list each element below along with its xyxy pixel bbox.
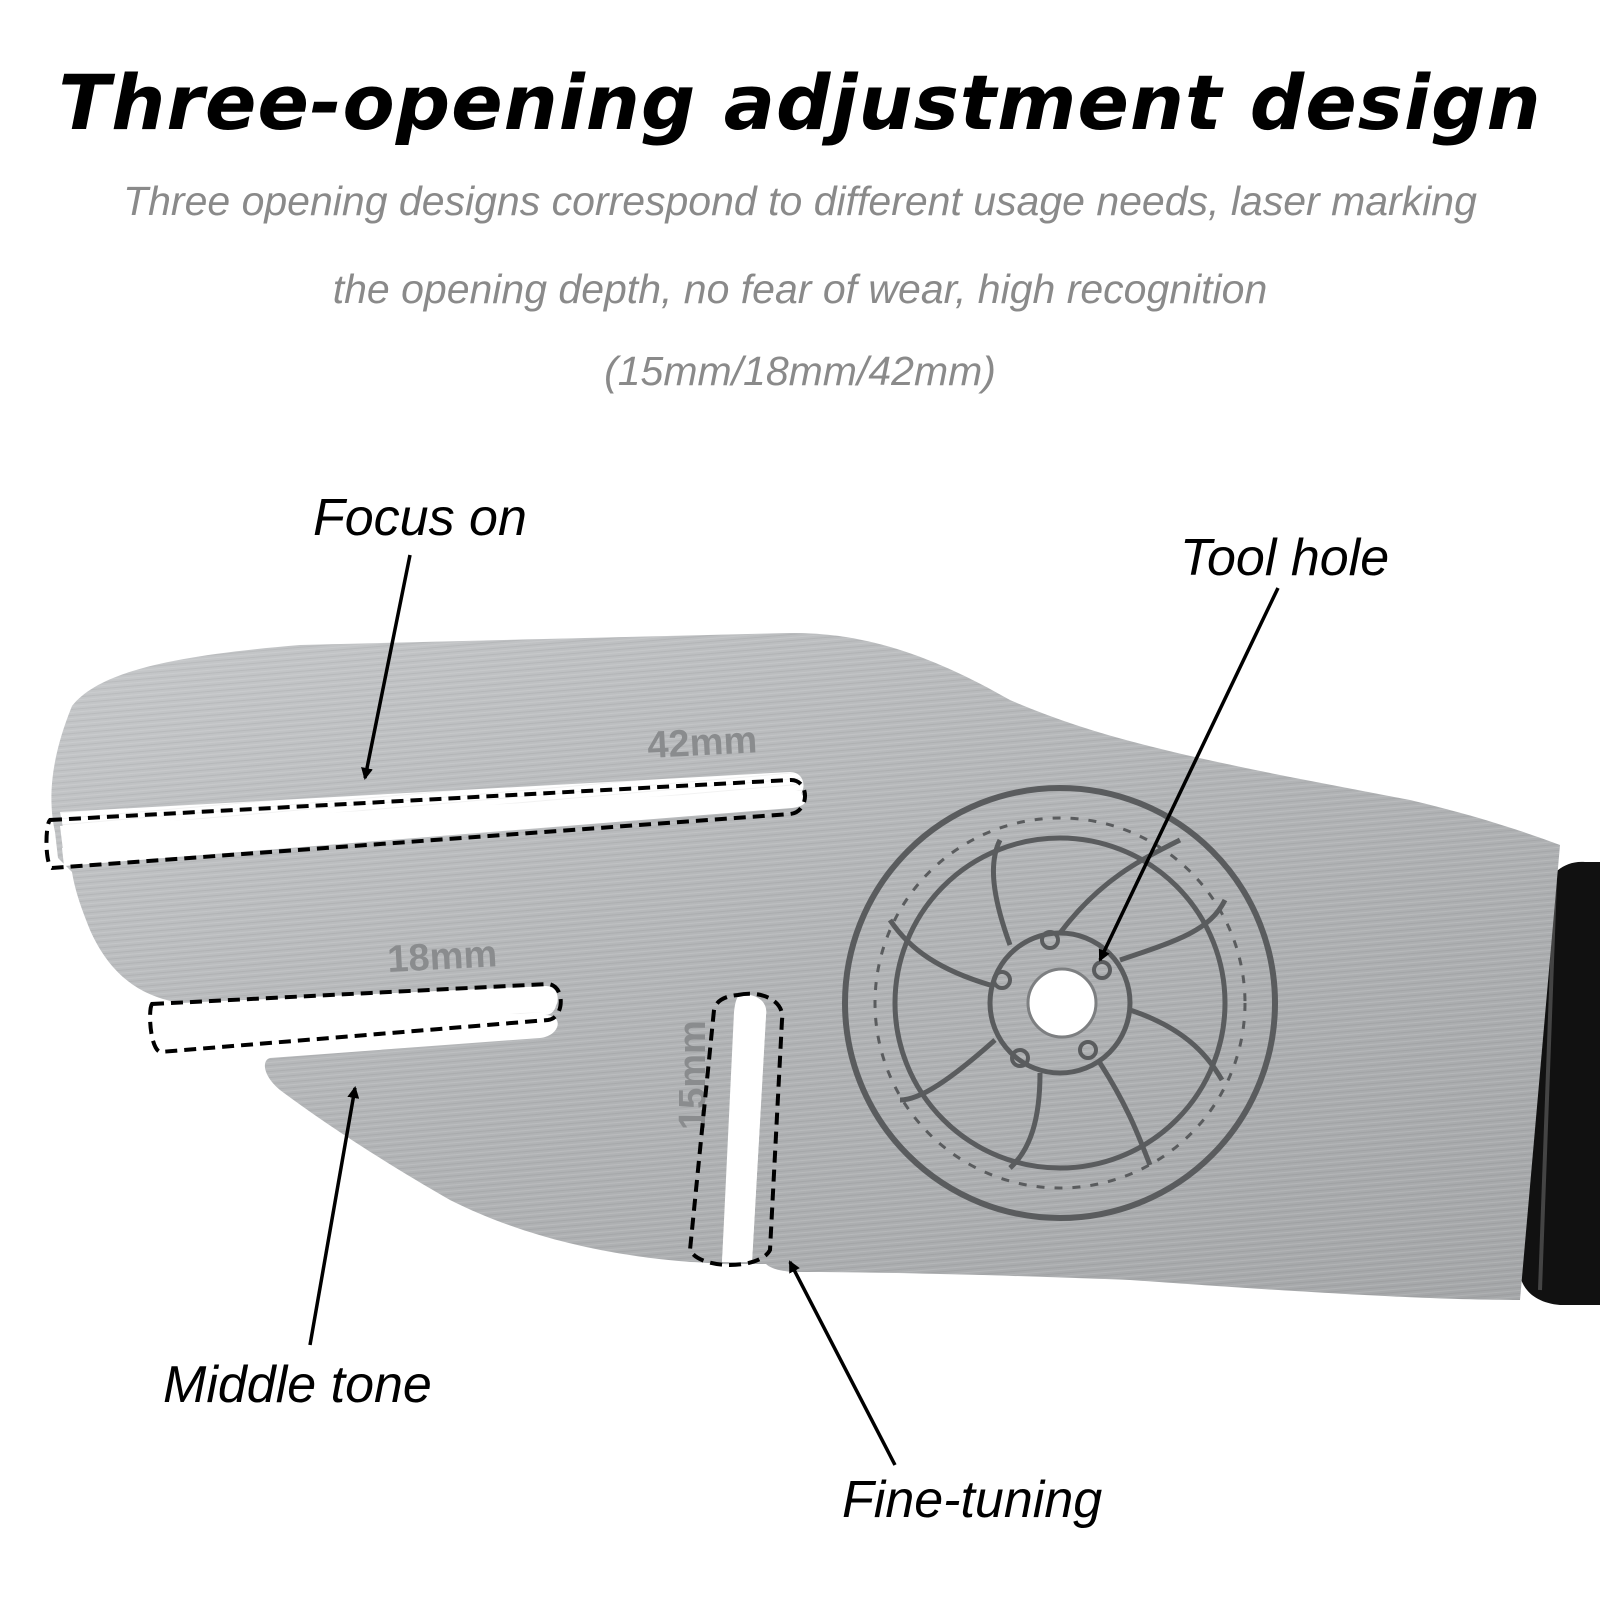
slot-outline-42mm: [44, 777, 807, 871]
page-title: Three-opening adjustment design: [58, 58, 1542, 147]
brake-rotor-engraving: [842, 785, 1278, 1221]
arrow-tool-hole: [1098, 587, 1280, 962]
slot-outlines: [44, 777, 807, 1267]
callout-tool-hole: Tool hole: [1180, 529, 1390, 587]
subtitle-line-2: the opening depth, no fear of wear, high…: [332, 266, 1268, 312]
tool-hole: [1026, 967, 1098, 1039]
callout-fine-tuning: Fine-tuning: [842, 1471, 1103, 1529]
subtitle-line-1: Three opening designs correspond to diff…: [123, 178, 1477, 224]
slot-outline-18mm: [148, 981, 563, 1055]
engraving-18mm: 18mm: [386, 933, 498, 981]
arrow-fine-tuning: [788, 1260, 897, 1466]
engraving-42mm: 42mm: [646, 719, 758, 767]
subtitle-line-3: (15mm/18mm/42mm): [604, 348, 996, 394]
callout-middle-tone: Middle tone: [163, 1356, 432, 1414]
callout-focus-on: Focus on: [313, 489, 527, 547]
arrow-focus-on: [361, 554, 412, 780]
steel-blade: [51, 632, 1561, 1300]
slot-outline-15mm: [687, 991, 785, 1267]
arrow-middle-tone: [308, 1086, 360, 1346]
